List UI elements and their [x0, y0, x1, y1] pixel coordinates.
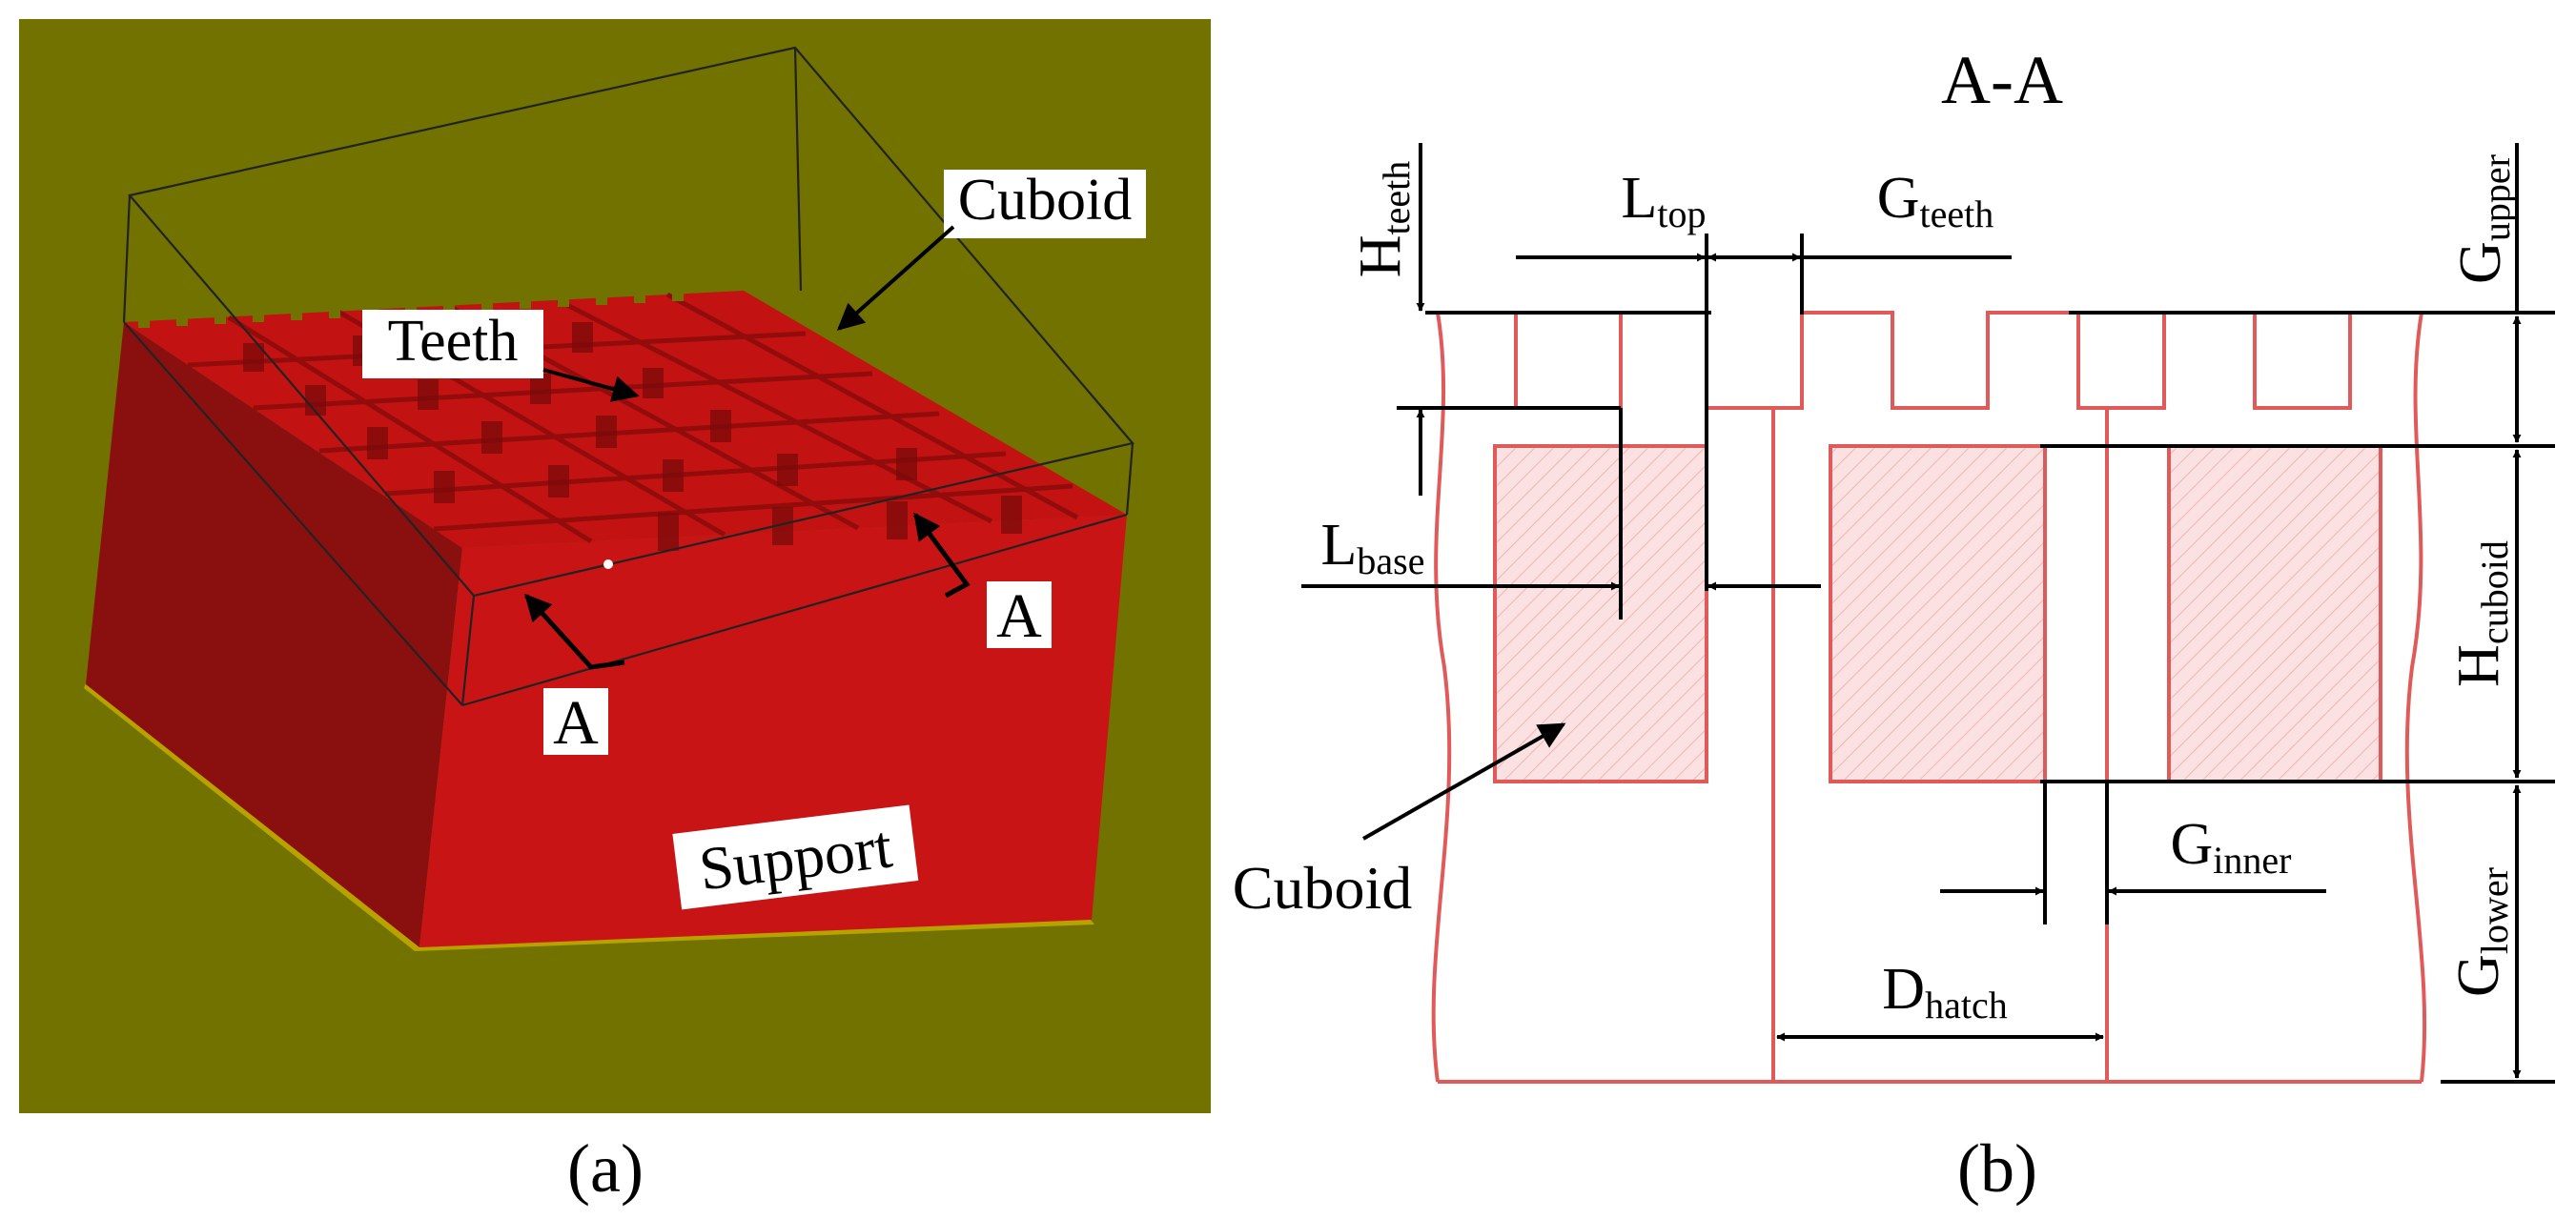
section-mark-left: [524, 593, 625, 670]
panel-b: A-A: [1233, 42, 2555, 1207]
g-inner-label: Ginner: [2171, 812, 2292, 882]
teeth-arrow: [542, 368, 640, 402]
cuboid-wireframe: [122, 46, 1135, 707]
section-label-right: A: [996, 581, 1042, 651]
g-lower-label: Glower: [2446, 867, 2516, 997]
teeth-label-box: [362, 310, 543, 378]
g-teeth-label: Gteeth: [1877, 166, 1994, 235]
support-front-face: [419, 515, 1127, 947]
panel-b-caption: (b): [1957, 1130, 2037, 1207]
section-outline: [1431, 311, 2427, 1084]
h-cuboid-label: Hcuboid: [2446, 540, 2516, 687]
dimension-lines: [1397, 234, 2555, 1084]
teeth-blocks: [243, 322, 1022, 551]
l-base-label: Lbase: [1321, 513, 1425, 582]
section-label-left: A: [553, 688, 599, 758]
teeth-label: Teeth: [388, 309, 519, 374]
cuboid-section-1: [1493, 444, 1708, 783]
cuboid-label: Cuboid: [958, 168, 1133, 233]
h-teeth-label: Hteeth: [1348, 161, 1418, 278]
cuboid-label-box: [944, 170, 1146, 238]
section-label-left-box: [543, 688, 608, 755]
g-upper-label: Gupper: [2448, 154, 2518, 284]
center-dot: [603, 559, 613, 569]
cuboid-arrow: [836, 225, 955, 331]
l-top-label: Ltop: [1622, 166, 1707, 235]
section-title: A-A: [1941, 42, 2063, 118]
support-label-box: [672, 804, 919, 910]
support-left-face: [86, 322, 462, 947]
panel-a: Cuboid Teeth A A Support (a): [19, 19, 1211, 1207]
panel-a-caption: (a): [567, 1130, 644, 1207]
base-plate: [84, 679, 1094, 951]
cuboid-section-3: [2167, 444, 2382, 783]
cuboid-section-2: [1829, 444, 2047, 783]
cuboid-section-arrow: [1362, 722, 1566, 841]
d-hatch-label: Dhatch: [1882, 957, 2007, 1026]
section-mark-right: [912, 512, 971, 599]
section-label-right-box: [987, 581, 1052, 648]
cuboid-section-label: Cuboid: [1233, 854, 1412, 922]
